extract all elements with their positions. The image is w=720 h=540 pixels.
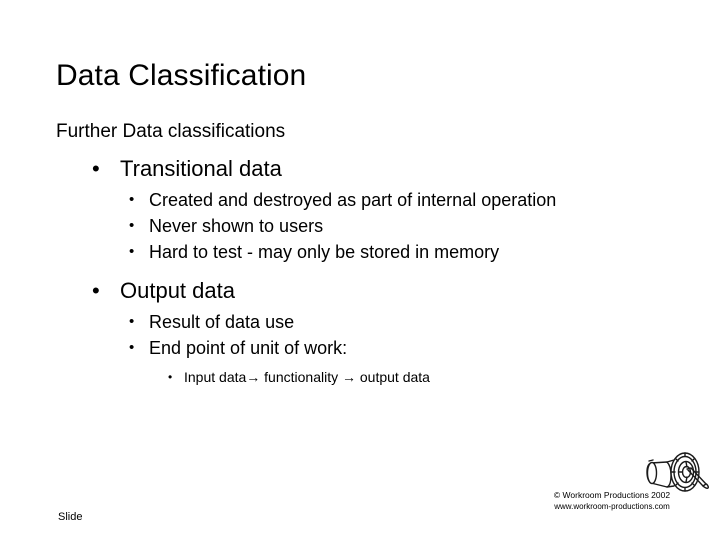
- bullet-level1-transitional-data: • Transitional data: [0, 154, 720, 184]
- workroom-productions-logo-icon: [641, 441, 713, 497]
- bullet-dot-icon: •: [92, 156, 100, 181]
- bullet-level2-created-destroyed: • Created and destroyed as part of inter…: [0, 187, 720, 213]
- bullet-level2-end-point-unit-of-work: • End point of unit of work:: [0, 335, 720, 361]
- bullet-dot-icon: •: [129, 217, 135, 234]
- bullet-dot-icon: •: [129, 339, 135, 356]
- bullet-dot-icon: •: [168, 370, 173, 384]
- bullet-level2-label: Hard to test - may only be stored in mem…: [149, 242, 500, 262]
- copyright-text: © Workroom Productions 2002: [553, 490, 671, 500]
- bullet-level1-label: Output data: [120, 278, 235, 303]
- credit-block: © Workroom Productions 2002 www.workroom…: [522, 490, 702, 512]
- slide-lead-line: Further Data classifications: [56, 121, 286, 142]
- bullet-level2-label: Created and destroyed as part of interna…: [149, 190, 557, 210]
- bullet-level2-label: Result of data use: [149, 312, 295, 332]
- bullet-level2-result-of-data-use: • Result of data use: [0, 309, 720, 335]
- bullet-level2-hard-to-test: • Hard to test - may only be stored in m…: [0, 239, 720, 265]
- page-title: Data Classification: [56, 59, 307, 93]
- spacer: [0, 265, 720, 276]
- slide-number-label: Slide: [58, 511, 83, 523]
- slide-body: • Transitional data • Created and destro…: [0, 154, 720, 389]
- bullet-dot-icon: •: [92, 278, 100, 303]
- bullet-level2-never-shown: • Never shown to users: [0, 213, 720, 239]
- bullet-level3-label: Input data→ functionality → output data: [184, 369, 430, 385]
- bullet-dot-icon: •: [129, 313, 135, 330]
- bullet-level1-output-data: • Output data: [0, 276, 720, 306]
- bullet-dot-icon: •: [129, 243, 135, 260]
- bullet-level3-input-functionality-output: • Input data→ functionality → output dat…: [0, 365, 720, 389]
- bullet-level2-label: Never shown to users: [149, 216, 324, 236]
- bullet-level2-label: End point of unit of work:: [149, 338, 348, 358]
- website-text: www.workroom-productions.com: [554, 502, 670, 511]
- bullet-level1-label: Transitional data: [120, 156, 282, 181]
- bullet-dot-icon: •: [129, 191, 135, 208]
